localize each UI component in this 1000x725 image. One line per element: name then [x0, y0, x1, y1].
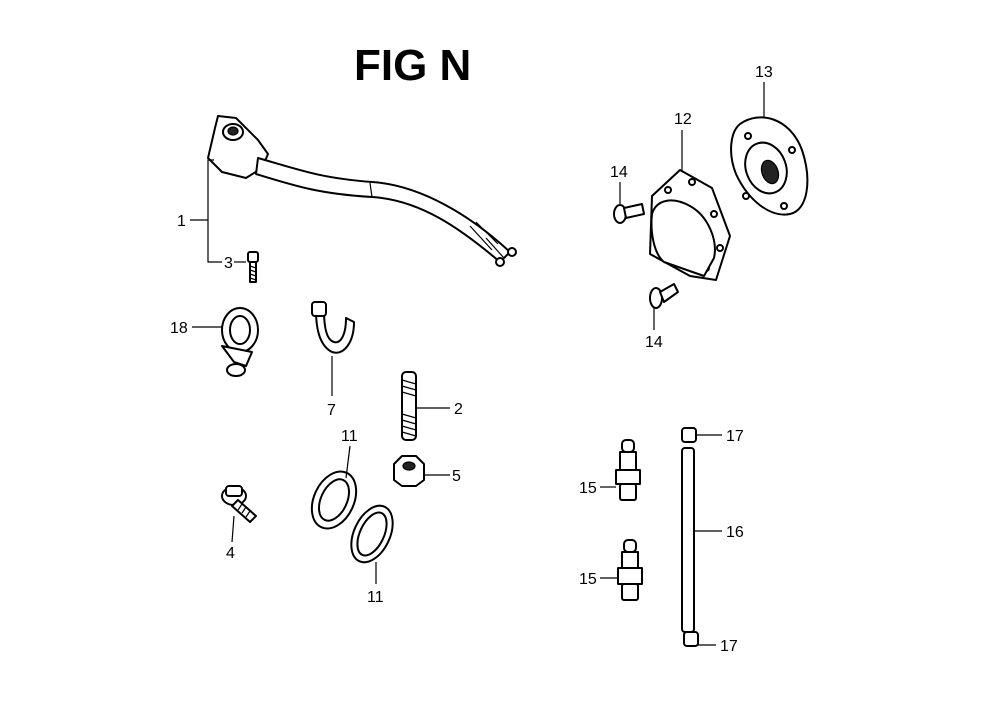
- leader-lines: [190, 82, 765, 646]
- callout-17-lower: 17: [720, 638, 738, 655]
- callout-12: 12: [674, 111, 692, 128]
- callout-5: 5: [452, 468, 461, 485]
- part-18-hose-clamp: [221, 307, 259, 377]
- callout-16: 16: [726, 524, 744, 541]
- part-11-gasket-lower: [350, 504, 394, 564]
- part-7-wire-clip: [311, 301, 355, 354]
- callout-14-lower: 14: [645, 334, 663, 351]
- callout-14-upper: 14: [610, 164, 628, 181]
- callout-18: 18: [170, 320, 188, 337]
- part-14-screw-upper: [613, 203, 645, 224]
- part-2-stud-bolt: [401, 371, 417, 441]
- callout-11-upper: 11: [341, 428, 358, 445]
- part-11-gasket-upper: [310, 470, 358, 530]
- part-5-nut: [393, 455, 425, 487]
- callout-17-upper: 17: [726, 428, 744, 445]
- part-4-flange-bolt: [221, 485, 257, 523]
- part-17-rod-cap-bottom: [683, 631, 699, 647]
- callout-2: 2: [454, 401, 463, 418]
- part-14-screw-lower: [649, 283, 679, 309]
- callout-7: 7: [327, 402, 336, 419]
- part-15-fitting-upper: [615, 439, 641, 501]
- part-15-fitting-lower: [617, 539, 643, 601]
- part-12-cover: [649, 169, 731, 281]
- callout-3: 3: [224, 255, 233, 272]
- callout-4: 4: [226, 545, 235, 562]
- callout-15-upper: 15: [579, 480, 597, 497]
- part-17-rod-cap-top: [681, 427, 697, 443]
- callout-11-lower: 11: [367, 589, 384, 606]
- callout-13: 13: [755, 64, 773, 81]
- part-3-small-screw: [247, 251, 259, 283]
- part-16-rod: [681, 447, 695, 633]
- figure-title: FIG N: [354, 41, 471, 90]
- part-13-mounting-flange: [730, 116, 809, 216]
- part-1-cable-assembly: [207, 115, 517, 267]
- callout-1: 1: [177, 213, 186, 230]
- callout-15-lower: 15: [579, 571, 597, 588]
